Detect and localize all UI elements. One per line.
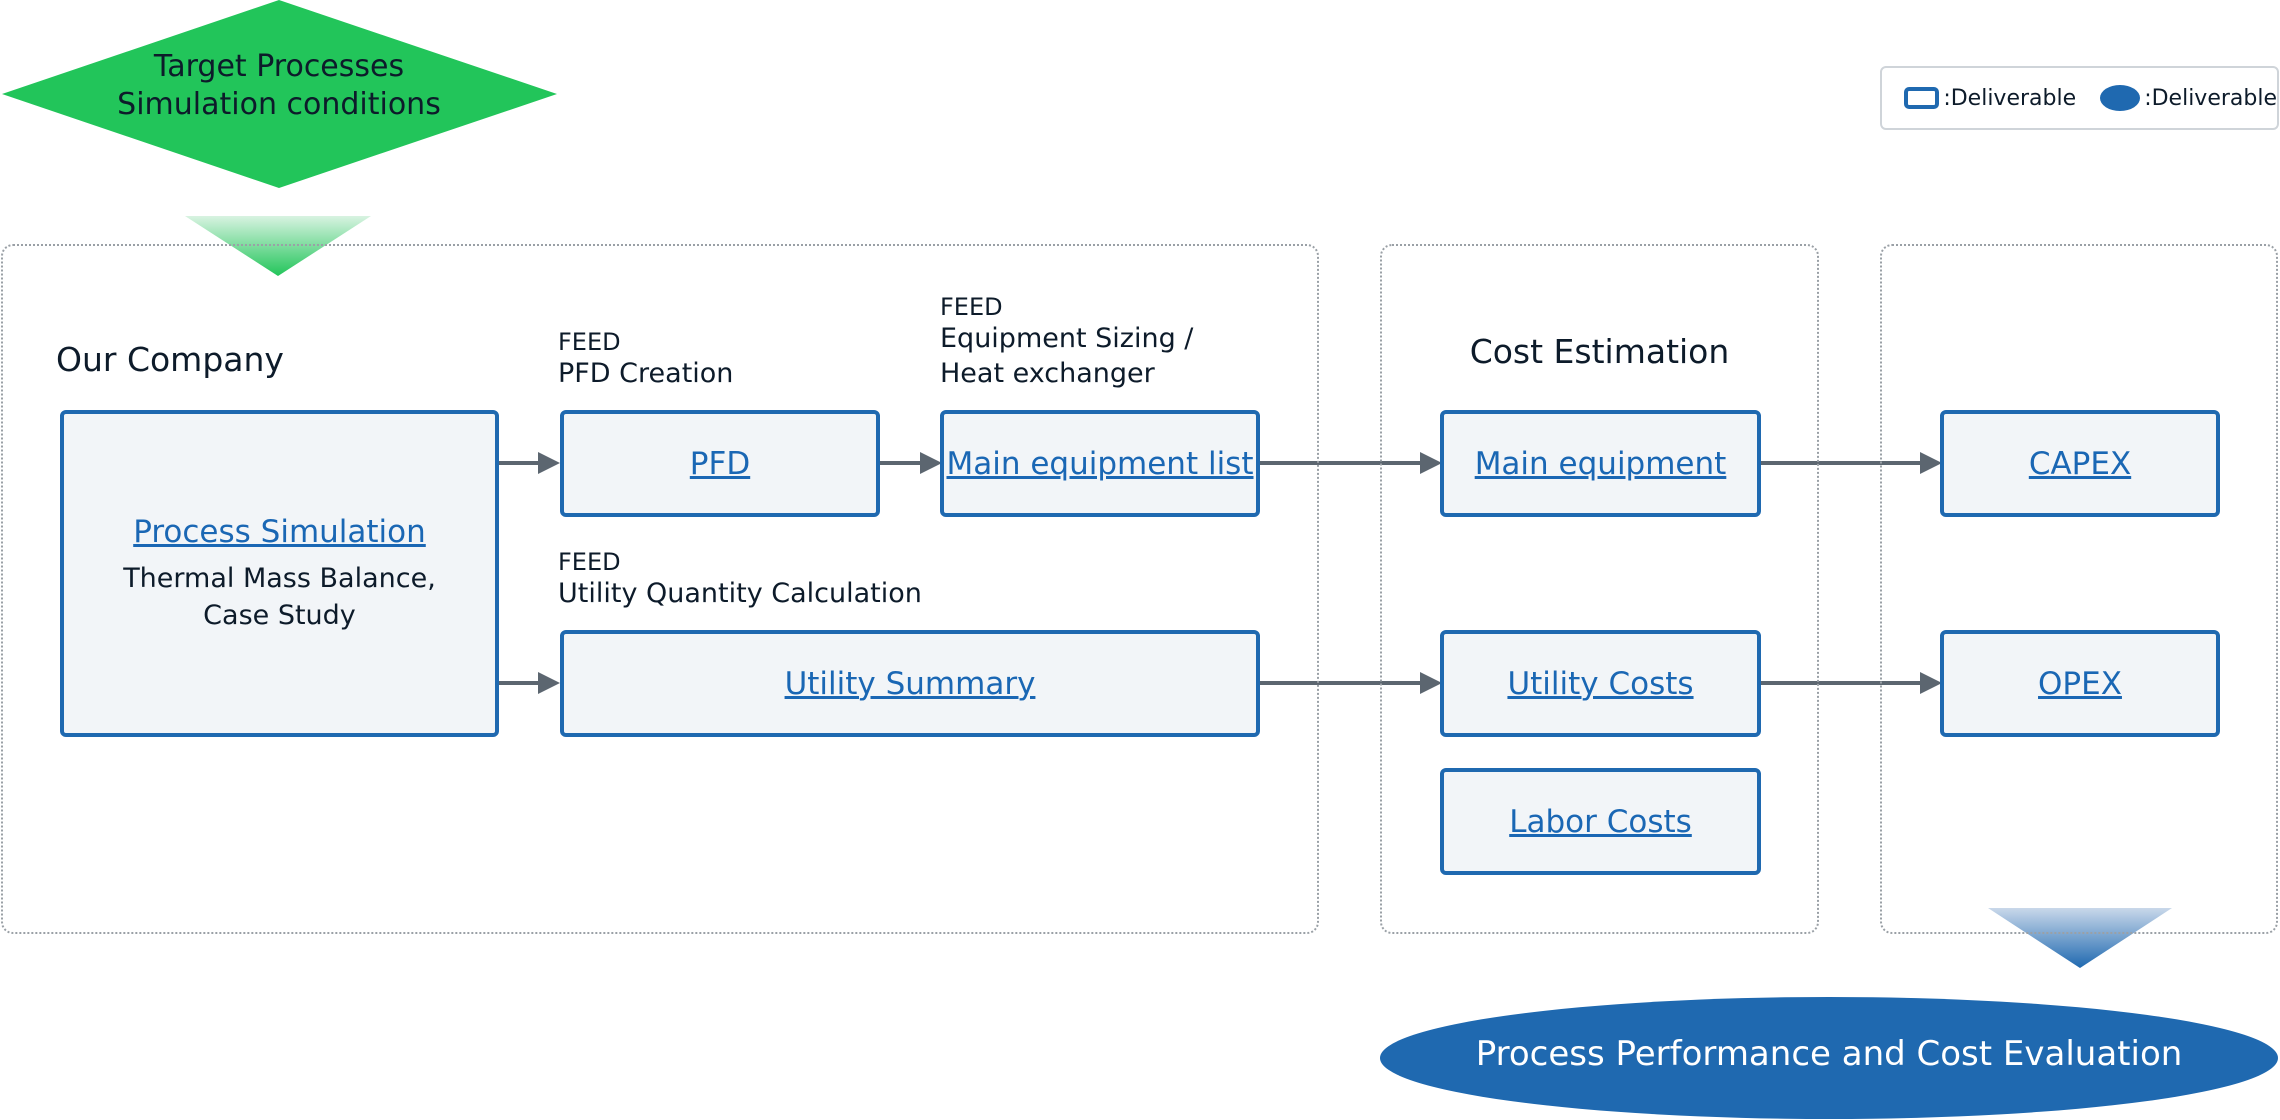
step-tag: FEED	[558, 328, 621, 356]
start-diamond	[2, 0, 557, 188]
box-pfd: PFD	[560, 410, 880, 517]
step-tag: FEED	[558, 548, 621, 576]
result-label: Process Performance and Cost Evaluation	[1475, 1034, 2183, 1074]
utility-costs-link[interactable]: Utility Costs	[1507, 665, 1694, 702]
step-label-line2: Heat exchanger	[940, 358, 1155, 389]
result-ellipse	[1380, 997, 2278, 1119]
panel-gap	[185, 240, 371, 248]
box-utility-summary: Utility Summary	[560, 630, 1260, 737]
arrowhead	[538, 452, 560, 474]
legend-oval-label: :Deliverable	[2144, 85, 2277, 111]
panel-title-our-company: Our Company	[56, 340, 284, 379]
legend-oval-swatch	[2100, 85, 2141, 111]
box-capex: CAPEX	[1940, 410, 2220, 517]
legend: :Deliverable :Deliverable	[1880, 66, 2279, 130]
arrowhead	[1920, 672, 1942, 694]
down-triangle-green	[185, 216, 371, 276]
box-opex: OPEX	[1940, 630, 2220, 737]
utility-summary-link[interactable]: Utility Summary	[784, 665, 1036, 702]
down-triangle-blue	[1988, 908, 2172, 968]
legend-rect-swatch	[1904, 87, 1940, 109]
arrowhead	[1420, 672, 1442, 694]
legend-rect-label: :Deliverable	[1943, 85, 2077, 111]
arrowhead	[1420, 452, 1442, 474]
box-labor-costs: Labor Costs	[1440, 768, 1761, 875]
step-utility-calculation: FEED Utility Quantity Calculation	[558, 548, 922, 611]
opex-link[interactable]: OPEX	[2038, 665, 2122, 702]
step-pfd-creation: FEED PFD Creation	[558, 328, 733, 391]
panel-cost-estimation	[1380, 244, 1819, 934]
main-equipment-link[interactable]: Main equipment	[1474, 445, 1727, 482]
panel-our-company	[1, 244, 1319, 934]
start-label: Target Processes Simulation conditions	[60, 48, 498, 124]
panel-deliverables	[1880, 244, 2278, 934]
process-simulation-desc-line1: Thermal Mass Balance,	[123, 562, 436, 594]
main-equipment-list-link[interactable]: Main equipment list	[946, 445, 1254, 482]
box-main-equipment-list: Main equipment list	[940, 410, 1260, 517]
arrowhead	[538, 672, 560, 694]
arrowhead	[920, 452, 942, 474]
step-label: Utility Quantity Calculation	[558, 578, 922, 609]
panel-title-cost-estimation: Cost Estimation	[1469, 332, 1730, 371]
capex-link[interactable]: CAPEX	[2028, 445, 2132, 482]
pfd-link[interactable]: PFD	[689, 445, 751, 482]
process-simulation-link[interactable]: Process Simulation	[133, 513, 426, 550]
step-label: PFD Creation	[558, 358, 734, 389]
step-equipment-sizing: FEED Equipment Sizing / Heat exchanger	[940, 293, 1193, 391]
labor-costs-link[interactable]: Labor Costs	[1509, 803, 1692, 840]
box-utility-costs: Utility Costs	[1440, 630, 1761, 737]
step-tag: FEED	[940, 293, 1003, 321]
start-label-line2: Simulation conditions	[117, 87, 441, 122]
box-main-equipment: Main equipment	[1440, 410, 1761, 517]
start-label-line1: Target Processes	[153, 49, 405, 84]
box-process-simulation: Process Simulation Thermal Mass Balance,…	[60, 410, 499, 737]
step-label-line1: Equipment Sizing /	[940, 323, 1194, 354]
process-simulation-desc-line2: Case Study	[203, 599, 356, 631]
arrowhead	[1920, 452, 1942, 474]
